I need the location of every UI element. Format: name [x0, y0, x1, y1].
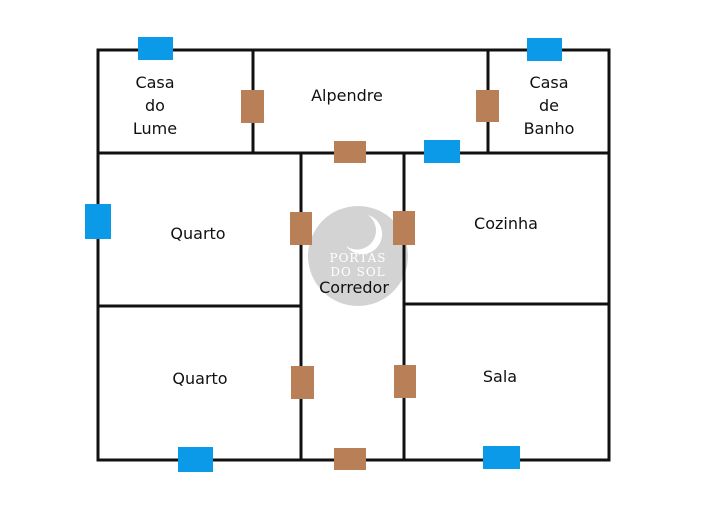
window-quarto-side: [85, 204, 111, 239]
window-quarto-bottom: [178, 447, 213, 472]
door-alpendre-corredor: [334, 141, 366, 163]
label-casa-do-lume-1: Casa: [135, 73, 174, 92]
window-casa-lume: [138, 37, 173, 60]
label-quarto-bottom: Quarto: [172, 369, 227, 388]
door-casa-lume-alpendre: [241, 90, 264, 123]
watermark-line-2: DO SOL: [330, 265, 385, 279]
label-corredor: Corredor: [319, 278, 389, 297]
door-corredor-exit: [334, 448, 366, 470]
watermark-line-1: PORTAS: [330, 251, 387, 265]
label-quarto-top: Quarto: [170, 224, 225, 243]
window-sala: [483, 446, 520, 469]
window-casa-banho: [527, 38, 562, 61]
watermark: PORTAS DO SOL: [308, 206, 408, 306]
door-quarto-top: [290, 212, 312, 245]
label-casa-de-banho-1: Casa: [529, 73, 568, 92]
label-casa-do-lume-2: do: [145, 96, 165, 115]
label-casa-do-lume-3: Lume: [133, 119, 177, 138]
watermark-badge: [308, 206, 408, 306]
door-sala: [394, 365, 416, 398]
doors: [241, 90, 499, 470]
door-cozinha: [393, 211, 415, 245]
label-alpendre: Alpendre: [311, 86, 383, 105]
windows: [85, 37, 562, 472]
label-casa-de-banho-3: Banho: [524, 119, 575, 138]
window-cozinha-top: [424, 140, 460, 163]
room-labels: Casa do Lume Alpendre Casa de Banho Quar…: [133, 73, 575, 388]
door-alpendre-banho: [476, 90, 499, 122]
label-cozinha: Cozinha: [474, 214, 538, 233]
label-casa-de-banho-2: de: [539, 96, 559, 115]
label-sala: Sala: [483, 367, 517, 386]
moon-icon: [346, 215, 383, 255]
door-quarto-bottom: [291, 366, 314, 399]
